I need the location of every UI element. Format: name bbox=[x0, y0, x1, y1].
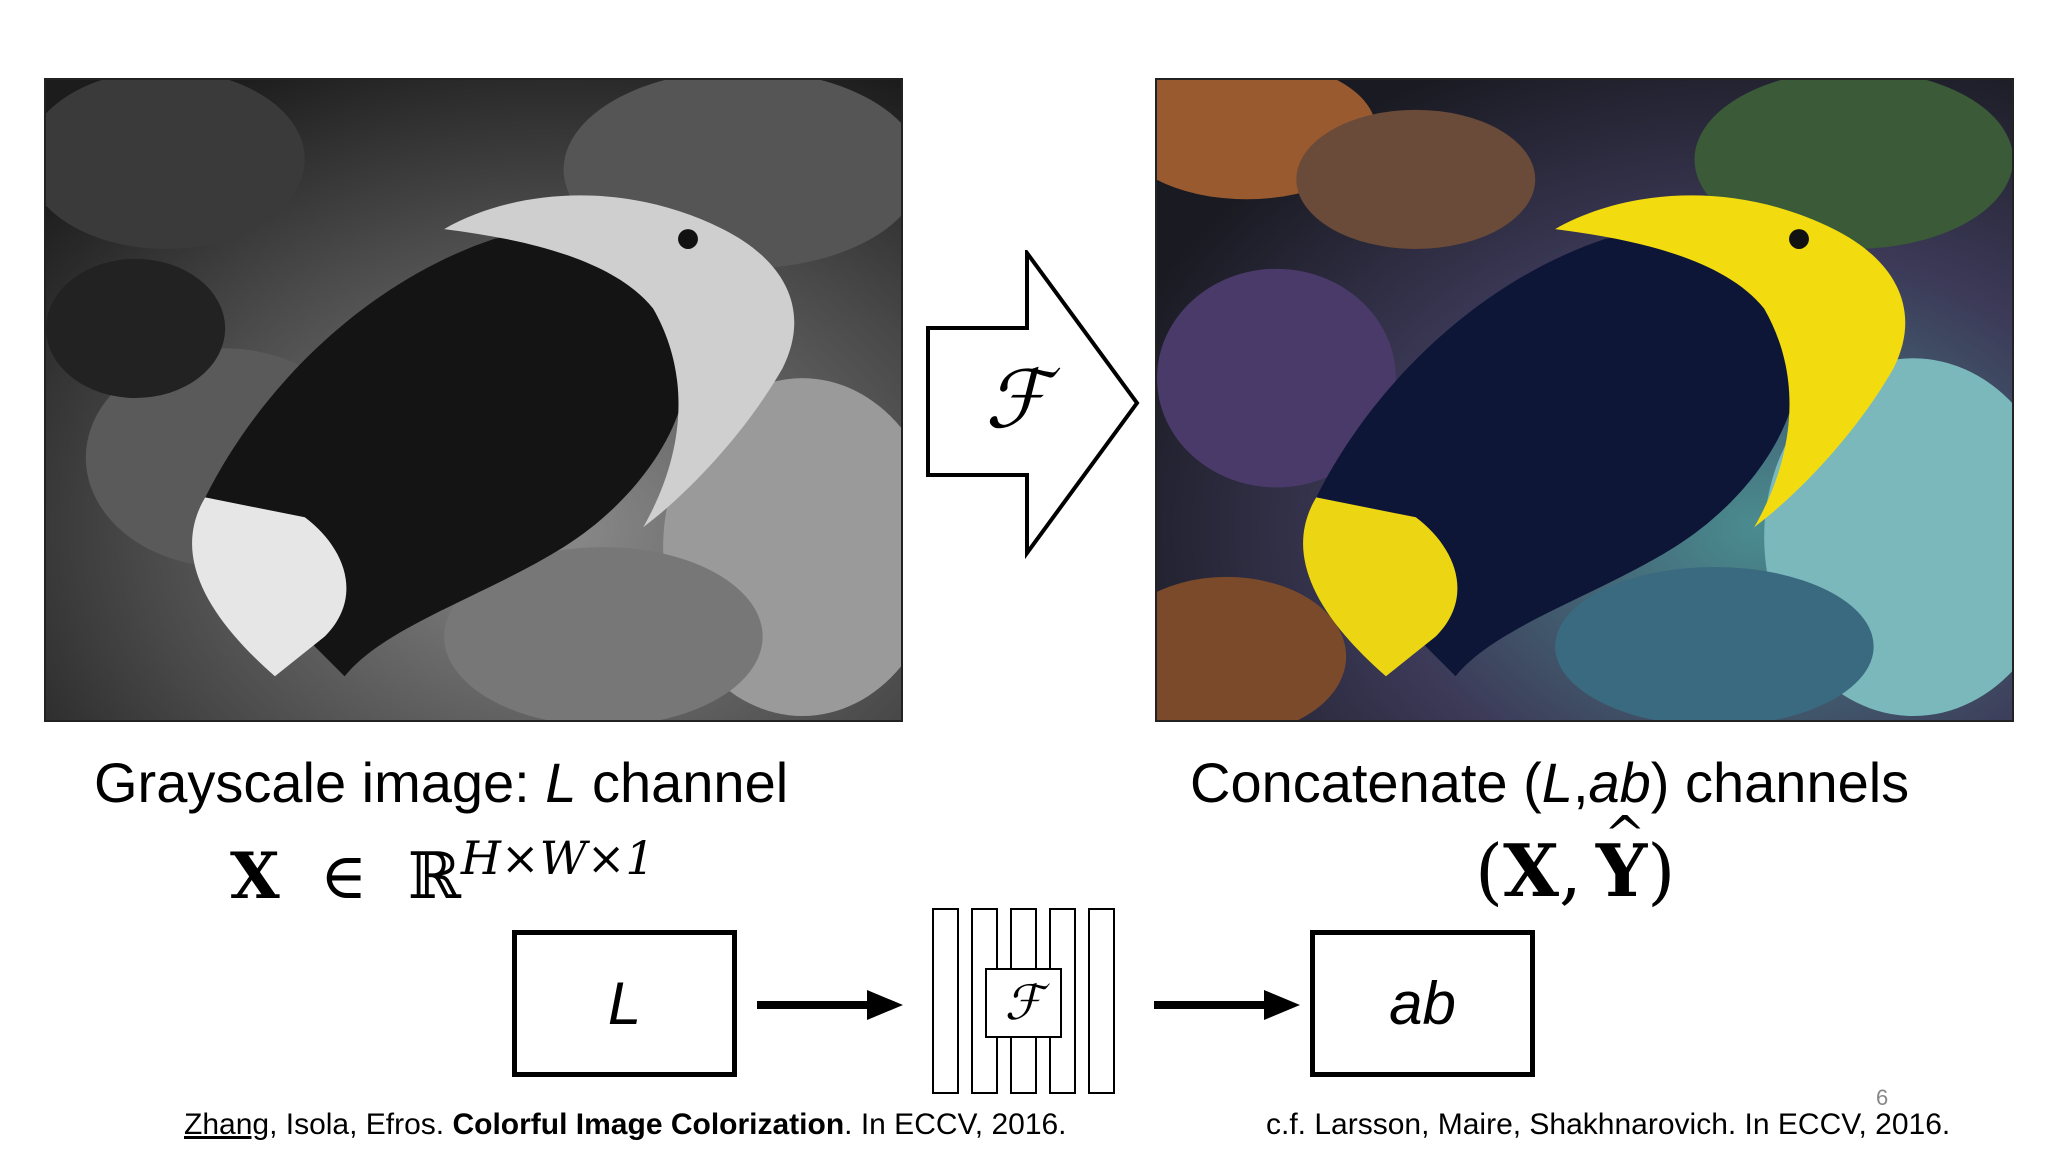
output-formula-close: ) bbox=[1647, 829, 1676, 913]
output-formula-open: ( bbox=[1475, 829, 1504, 913]
arrow-function-symbol: ℱ bbox=[985, 353, 1048, 446]
grayscale-caption-suffix: channel bbox=[576, 751, 789, 814]
output-ab-box: ab bbox=[1310, 930, 1535, 1077]
colorized-fish-image bbox=[1155, 78, 2014, 722]
citation-right: c.f. Larsson, Maire, Shakhnarovich. In E… bbox=[1266, 1108, 1951, 1141]
input-formula-x: X bbox=[230, 839, 280, 914]
concat-caption-prefix: Concatenate ( bbox=[1190, 751, 1542, 814]
concat-caption-ab: ab bbox=[1588, 751, 1651, 814]
citation-authors: , Isola, Efros. bbox=[269, 1108, 453, 1141]
citation-left: Zhang, Isola, Efros. Colorful Image Colo… bbox=[184, 1110, 1067, 1140]
output-ab-label: ab bbox=[1389, 970, 1456, 1037]
grayscale-caption-channel: L bbox=[545, 751, 577, 814]
input-l-box: L bbox=[512, 930, 737, 1077]
citation-author-link[interactable]: Zhang bbox=[184, 1108, 270, 1141]
input-formula: X ∈ ℝH×W×1 bbox=[230, 835, 655, 909]
concat-caption-comma: , bbox=[1572, 751, 1589, 814]
network-layer-5 bbox=[1088, 908, 1115, 1094]
grayscale-caption-text: Grayscale image: bbox=[94, 751, 546, 814]
grayscale-fish-image bbox=[44, 78, 903, 722]
output-formula-y: Y bbox=[1595, 828, 1648, 913]
concatenate-caption: Concatenate (L,ab) channels bbox=[1190, 755, 1909, 811]
output-formula-hat-icon: ^ bbox=[1603, 805, 1646, 863]
output-formula-sep: , bbox=[1558, 829, 1582, 913]
pipeline-arrow-2-icon bbox=[1154, 990, 1300, 1020]
input-l-label: L bbox=[607, 970, 642, 1037]
citation-title: Colorful Image Colorization bbox=[452, 1108, 845, 1141]
network-function-box: ℱ bbox=[985, 968, 1062, 1038]
output-formula-x: X bbox=[1503, 828, 1559, 913]
input-formula-exponent: H×W×1 bbox=[460, 831, 655, 885]
output-formula: (X,^Y) bbox=[1475, 809, 1675, 907]
concat-caption-l: L bbox=[1541, 751, 1573, 814]
transform-arrow-icon bbox=[926, 250, 1140, 560]
input-formula-in: ∈ bbox=[320, 840, 368, 914]
page-number: 6 bbox=[1876, 1085, 1889, 1110]
input-formula-field: ℝ bbox=[407, 840, 461, 914]
network-layer-1 bbox=[932, 908, 959, 1094]
network-function-symbol: ℱ bbox=[1004, 975, 1043, 1031]
grayscale-caption: Grayscale image: L channel bbox=[94, 755, 788, 811]
concat-caption-suffix: ) channels bbox=[1650, 751, 1910, 814]
pipeline-arrow-1-icon bbox=[757, 990, 903, 1020]
citation-venue: . In ECCV, 2016. bbox=[844, 1108, 1067, 1141]
